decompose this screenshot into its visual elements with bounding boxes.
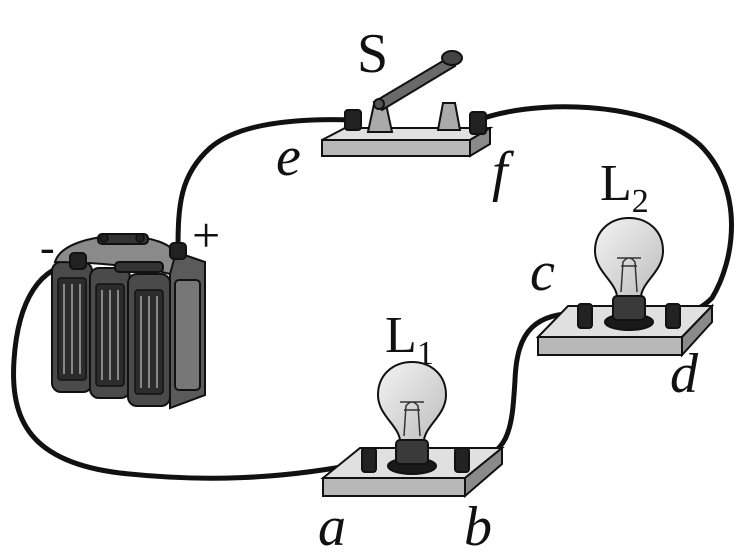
wire-battery-positive-to-e <box>175 117 358 253</box>
switch-terminal-e <box>344 109 362 131</box>
terminal-a-label: a <box>318 496 346 558</box>
bulb-l1-label: L1 <box>385 307 434 372</box>
terminal-e-label: e <box>276 126 301 188</box>
battery-cell-2 <box>89 267 131 399</box>
bulb-l1-base-front <box>322 477 466 497</box>
bulb-l2-base-side <box>681 303 713 358</box>
battery-side-panel <box>174 279 201 391</box>
battery-positive-label: + <box>192 207 220 263</box>
terminal-a-post <box>361 447 377 473</box>
switch-base-front <box>321 139 471 157</box>
terminal-c-label: c <box>530 241 555 303</box>
bulb-l1 <box>320 360 505 499</box>
bulb-l2-glass <box>593 216 665 297</box>
bulb-l1-glass <box>376 360 448 441</box>
battery-positive-terminal <box>169 242 187 260</box>
switch-pivot <box>373 98 385 110</box>
battery-negative-terminal <box>69 252 87 270</box>
bulb-l2-filament <box>617 257 641 293</box>
battery-cell-3 <box>127 273 171 407</box>
bulb-l1-filament <box>400 401 424 437</box>
battery-strap-2 <box>114 261 164 273</box>
terminal-c-post <box>577 303 593 329</box>
wire-battery-negative-to-a <box>11 260 371 481</box>
bulb-l2-label: L2 <box>600 155 649 220</box>
terminal-f-label: f <box>492 141 515 203</box>
switch-jaw <box>436 102 462 131</box>
switch-label: S <box>357 23 388 85</box>
battery-cell-1 <box>51 261 93 393</box>
terminal-d-post <box>665 303 681 329</box>
wire-f-to-d <box>470 104 734 318</box>
switch-terminal-f <box>469 111 487 135</box>
bulb-l2-base-front <box>537 336 683 356</box>
bulb-l2-subscript: 2 <box>632 183 649 220</box>
switch-handle <box>441 50 463 66</box>
terminal-b-post <box>454 447 470 473</box>
bulb-l1-subscript: 1 <box>417 335 434 372</box>
knife-switch <box>321 50 494 158</box>
battery <box>51 233 206 410</box>
terminal-d-label: d <box>670 343 699 405</box>
terminal-b-label: b <box>464 496 492 558</box>
battery-negative-label: - <box>40 223 55 272</box>
bulb-l2 <box>535 216 715 358</box>
bulb-l1-base-side <box>464 445 503 499</box>
